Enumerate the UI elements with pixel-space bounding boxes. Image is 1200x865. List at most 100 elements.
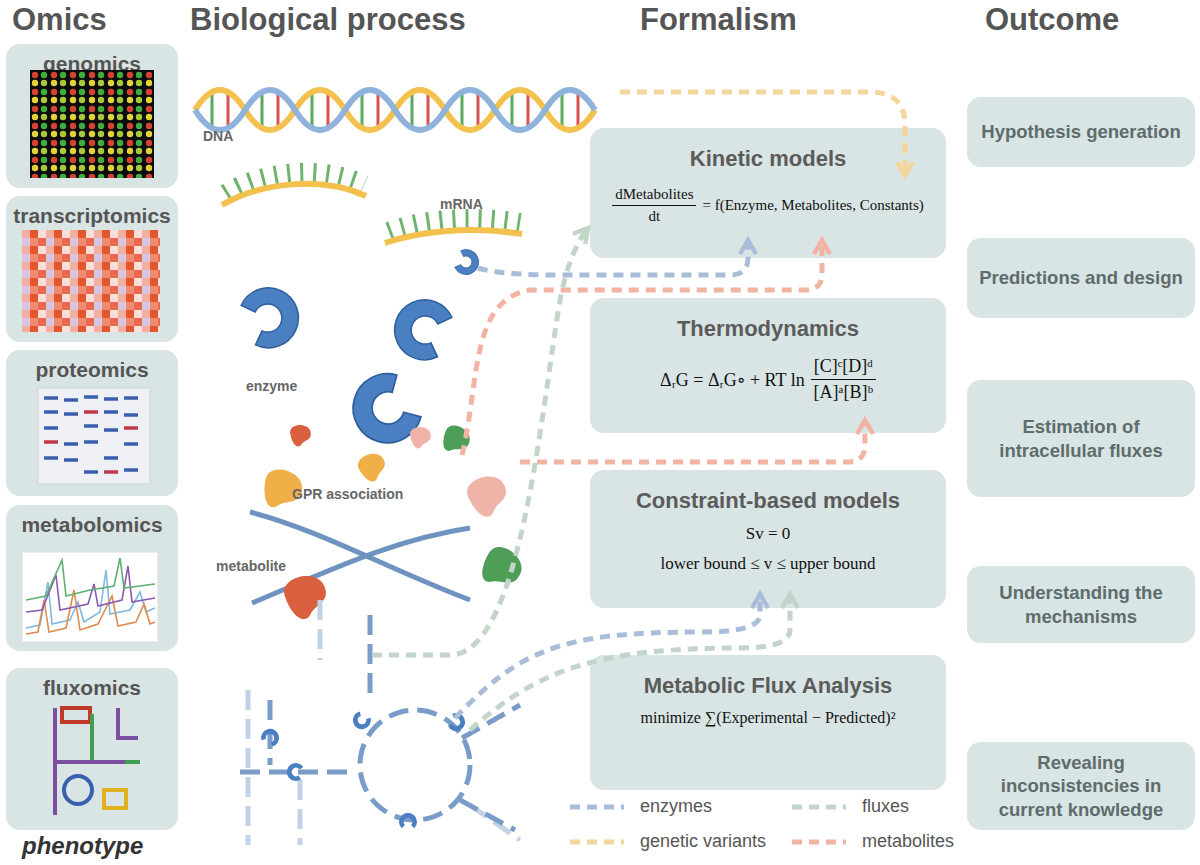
flux-network-image bbox=[92, 714, 140, 762]
chromatogram-image bbox=[22, 552, 158, 642]
fraction: [C]ᶜ[D]ᵈ[A]ᵃ[B]ᵇ bbox=[811, 356, 876, 403]
omics-box: transcriptomics bbox=[6, 196, 178, 342]
omics-label: metabolomics bbox=[6, 513, 178, 537]
dna-helix bbox=[212, 92, 562, 128]
metabolite-shape bbox=[282, 573, 330, 622]
microarray-image bbox=[30, 70, 154, 178]
data-flow-arrow bbox=[372, 228, 588, 655]
equation-term: dt bbox=[648, 206, 660, 225]
outcome-text: Estimation of intracellular fluxes bbox=[975, 415, 1187, 461]
omics-label: transcriptomics bbox=[6, 204, 178, 228]
enzyme-shape bbox=[340, 366, 426, 455]
column-header: Formalism bbox=[640, 2, 797, 38]
flux-network-image bbox=[55, 760, 125, 764]
equation-term: minimize ∑(Experimental − Predicted)² bbox=[641, 709, 896, 727]
legend-line bbox=[792, 839, 846, 844]
chromatogram-image bbox=[22, 552, 158, 642]
pathway-network bbox=[240, 600, 520, 845]
legend-text: metabolites bbox=[862, 831, 954, 852]
pathway-network bbox=[350, 710, 373, 732]
pathway-network bbox=[470, 805, 520, 840]
gel-image bbox=[44, 412, 138, 472]
outcome-box: Predictions and design bbox=[967, 238, 1195, 318]
fraction: dMetabolitesdt bbox=[612, 186, 696, 225]
formalism-box: Constraint-based modelsSv = 0lower bound… bbox=[590, 470, 946, 608]
data-flow-arrow bbox=[478, 240, 748, 275]
legend-line bbox=[570, 804, 624, 809]
heatmap-image bbox=[22, 230, 160, 332]
gel-image bbox=[44, 397, 138, 472]
omics-box: metabolomics bbox=[6, 505, 178, 651]
omics-label: fluxomics bbox=[6, 676, 178, 700]
equation-term: [A]ᵃ[B]ᵇ bbox=[814, 380, 873, 403]
enzyme-shape bbox=[410, 427, 431, 448]
pathway-network bbox=[240, 615, 520, 830]
enzyme-shape bbox=[290, 425, 311, 446]
chromatogram-image bbox=[26, 566, 155, 612]
omics-box: proteomics bbox=[6, 350, 178, 496]
equation: dMetabolitesdt = f(Enzyme, Metabolites, C… bbox=[612, 186, 924, 225]
legend-sample bbox=[568, 836, 626, 848]
gel-image bbox=[38, 388, 150, 484]
outcome-text: Understanding the mechanisms bbox=[975, 581, 1187, 627]
gpr-lines bbox=[250, 512, 470, 603]
heatmap-image bbox=[22, 230, 160, 332]
enzyme-shape bbox=[238, 247, 528, 596]
outcome-box: Hypothesis generation bbox=[967, 97, 1195, 167]
legend-text: genetic variants bbox=[640, 831, 766, 852]
legend-line bbox=[792, 804, 846, 809]
pathway-network bbox=[248, 600, 520, 845]
data-flow-arrow bbox=[372, 92, 905, 730]
equation: ΔᵣG = ΔᵣG∘ + RT ln[C]ᶜ[D]ᵈ[A]ᵃ[B]ᵇ bbox=[660, 356, 876, 403]
box-title: Thermodynamics bbox=[677, 316, 859, 342]
pathway-network bbox=[462, 705, 520, 738]
omics-box: genomics bbox=[6, 44, 178, 188]
equation-term: dMetabolites bbox=[612, 186, 696, 206]
flux-network-image bbox=[118, 708, 138, 738]
legend-line bbox=[570, 839, 624, 844]
gpr-lines bbox=[250, 512, 470, 600]
outcome-text: Revealing inconsistencies in current kno… bbox=[975, 751, 1187, 820]
mrna-strand bbox=[226, 173, 364, 194]
pathway-network bbox=[298, 780, 303, 845]
chromatogram-image bbox=[26, 558, 155, 600]
gel-image bbox=[38, 388, 150, 484]
part-label: GPR association bbox=[292, 486, 403, 502]
enzyme-shape bbox=[437, 422, 474, 459]
outcome-box: Revealing inconsistencies in current kno… bbox=[967, 742, 1195, 830]
outcome-text: Hypothesis generation bbox=[981, 120, 1180, 143]
outcome-text: Predictions and design bbox=[979, 266, 1183, 289]
legend-entry: fluxes bbox=[790, 796, 909, 817]
flux-network-image bbox=[55, 708, 140, 815]
phenotype-label: phenotype bbox=[22, 832, 143, 860]
part-label: metabolite bbox=[216, 558, 286, 574]
equation-term: [C]ᶜ[D]ᵈ bbox=[811, 356, 876, 380]
legend-sample bbox=[790, 801, 848, 813]
box-title: Metabolic Flux Analysis bbox=[644, 673, 893, 699]
dna-helix bbox=[195, 90, 595, 130]
enzyme-shape bbox=[386, 291, 455, 365]
pathway-network bbox=[259, 726, 282, 748]
column-header: Outcome bbox=[985, 2, 1119, 38]
dna-helix bbox=[195, 90, 595, 130]
microarray-image bbox=[30, 70, 154, 178]
gpr-lines bbox=[252, 528, 470, 603]
pathway-network bbox=[360, 710, 470, 820]
mrna-strand bbox=[385, 230, 522, 243]
equation-term: = f(Enzyme, Metabolites, Constants) bbox=[702, 197, 923, 214]
dna-helix bbox=[195, 90, 595, 130]
chromatogram-image bbox=[26, 570, 155, 628]
metabolite-shape bbox=[282, 573, 330, 622]
flux-network-image bbox=[62, 708, 90, 722]
legend-entry: metabolites bbox=[790, 831, 954, 852]
pathway-network bbox=[285, 762, 303, 782]
legend-entry: genetic variants bbox=[568, 831, 766, 852]
outcome-box: Understanding the mechanisms bbox=[967, 566, 1195, 643]
data-flow-arrow bbox=[470, 594, 790, 730]
enzyme-shape bbox=[257, 465, 307, 515]
flux-network-image bbox=[64, 776, 92, 804]
omics-label: proteomics bbox=[6, 358, 178, 382]
formalism-box: Kinetic modelsdMetabolitesdt= f(Enzyme, … bbox=[590, 128, 946, 258]
